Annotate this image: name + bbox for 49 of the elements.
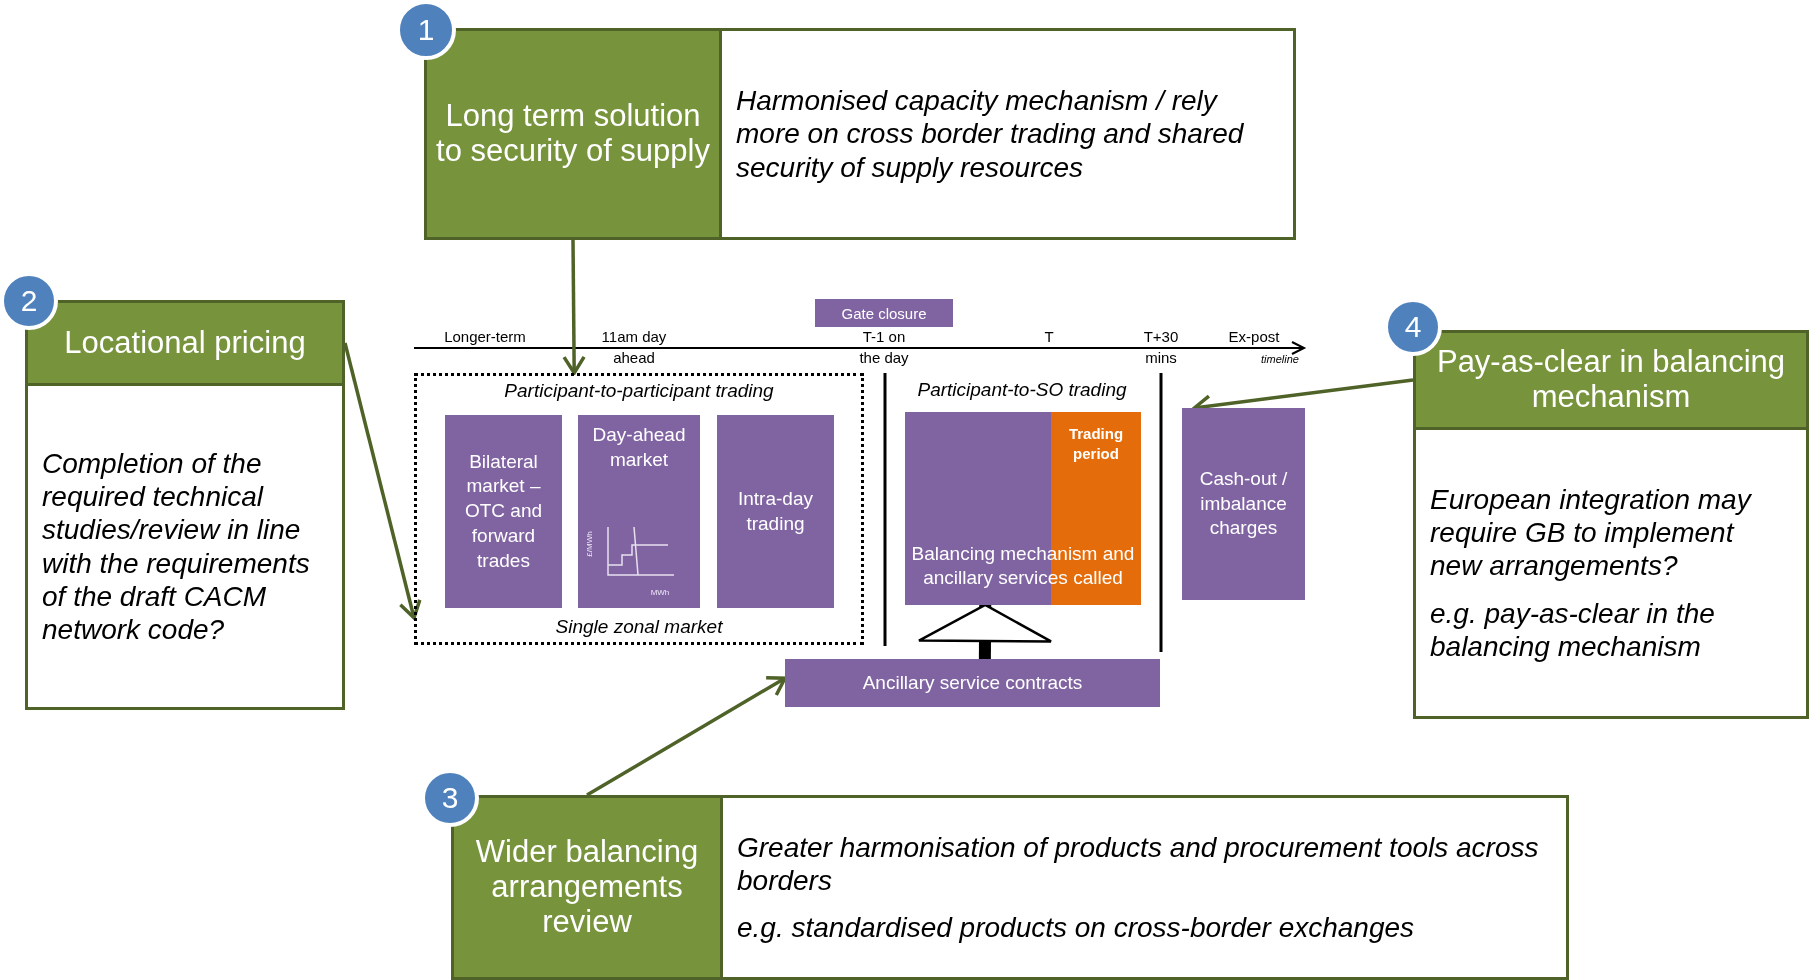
box-label: Bilateral market – OTC and forward trades bbox=[463, 449, 544, 573]
callout-text: e.g. pay-as-clear in the balancing mechanism bbox=[1430, 596, 1716, 663]
group-caption: Single zonal market bbox=[555, 616, 723, 638]
timeline-label: Longer-term bbox=[443, 327, 527, 347]
callout-number: 3 bbox=[441, 781, 459, 815]
timeline-label: Ex-post bbox=[1227, 327, 1281, 347]
callout-heading: Long term solution to security of supply bbox=[435, 99, 711, 169]
market-box bbox=[578, 415, 700, 608]
callout-number: 4 bbox=[1404, 310, 1422, 344]
callout-text: e.g. standardised products on cross-border exchanges bbox=[737, 911, 1416, 945]
box-label: Cash-out / imbalance charges bbox=[1198, 466, 1289, 541]
callout-number: 1 bbox=[417, 13, 435, 47]
market-box bbox=[1182, 408, 1305, 600]
callout-text-box bbox=[1413, 427, 1809, 719]
callout-text: European integration may require GB to implement new arrangements? bbox=[1430, 483, 1753, 583]
arrow bbox=[562, 240, 586, 375]
arrow bbox=[586, 675, 787, 797]
market-box bbox=[785, 659, 1160, 707]
box-label: Gate closure bbox=[841, 304, 927, 322]
callout-text-box bbox=[25, 383, 345, 710]
arrow bbox=[343, 342, 422, 620]
box-label: Day-ahead market bbox=[591, 423, 687, 472]
box-label: Trading period bbox=[1067, 424, 1125, 463]
timeline-label: T-1 on the day bbox=[858, 327, 910, 368]
callout-text: Completion of the required technical studies/review in line with the requirements of the draft CACM network code? bbox=[42, 447, 311, 646]
market-box bbox=[905, 412, 1141, 605]
box-label: Ancillary service contracts bbox=[861, 670, 1084, 695]
callout-text: Greater harmonisation of products and procurement tools across borders bbox=[737, 830, 1540, 897]
timeline-label: T+30 mins bbox=[1142, 327, 1180, 368]
callout-number: 2 bbox=[20, 284, 38, 318]
timeline-label: T bbox=[1043, 327, 1055, 347]
gate-closure-box bbox=[815, 299, 953, 327]
timeline-label: timeline bbox=[1260, 353, 1300, 365]
axis-label: MWh bbox=[649, 587, 671, 599]
callout-text-box bbox=[719, 28, 1296, 240]
axis-label: £/MWh bbox=[584, 530, 595, 559]
block-arrow bbox=[917, 603, 1053, 660]
market-box bbox=[445, 415, 562, 608]
timeline-label: Participant-to-SO trading bbox=[916, 379, 1128, 400]
callout-heading: Wider balancing arrangements review bbox=[474, 835, 700, 940]
timeline-label: 11am day ahead bbox=[600, 327, 668, 368]
market-box bbox=[717, 415, 834, 608]
callout-heading: Pay-as-clear in balancing mechanism bbox=[1435, 345, 1787, 415]
callout-heading: Locational pricing bbox=[63, 325, 307, 361]
box-label: Intra-day trading bbox=[737, 486, 814, 536]
callout-text: Harmonised capacity mechanism / rely more on cross border trading and shared security of supply resources bbox=[736, 84, 1245, 184]
dotted-group-box bbox=[414, 373, 864, 645]
callout-text-box bbox=[720, 795, 1569, 980]
group-caption: Participant-to-participant trading bbox=[504, 380, 774, 402]
